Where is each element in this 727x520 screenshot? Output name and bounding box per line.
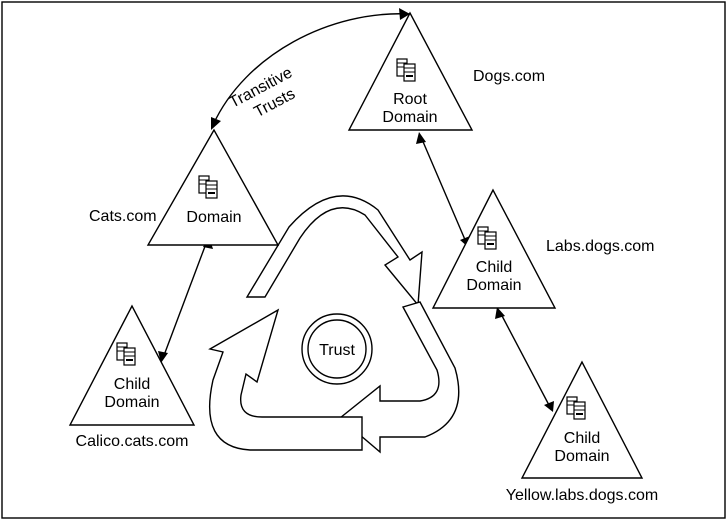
cats-calico-connector <box>162 240 208 359</box>
domain-node-root: Root Domain <box>347 11 474 131</box>
root-labs-connector <box>420 136 467 243</box>
transitive-trust-connector <box>212 13 411 126</box>
cycle-arrow-top <box>245 195 423 307</box>
calico-domain-line2: Domain <box>104 394 159 411</box>
labs-domain-line2: Domain <box>466 277 521 294</box>
root-domain-name: Dogs.com <box>473 68 545 85</box>
calico-domain-line1: Child <box>114 376 150 393</box>
cycle-arrow-right <box>338 301 460 454</box>
trust-circle-inner <box>307 319 367 379</box>
arrowhead-root <box>399 8 410 20</box>
yellow-domain-line1: Child <box>564 430 600 447</box>
cats-domain-name: Cats.com <box>89 208 157 225</box>
root-domain-line1: Root <box>393 91 427 108</box>
domain-triangle-yellow <box>520 360 644 479</box>
yellow-domain-line2: Domain <box>554 448 609 465</box>
arrowhead-yellow-top <box>544 401 554 412</box>
domain-node-calico: Child Domain <box>68 304 196 426</box>
domain-node-labs: Child Domain <box>431 188 557 309</box>
cats-domain-line1: Domain <box>186 209 241 226</box>
labs-yellow-connector <box>499 311 551 408</box>
domain-node-yellow: Child Domain <box>520 360 644 479</box>
root-domain-line2: Domain <box>382 109 437 126</box>
yellow-domain-name: Yellow.labs.dogs.com <box>506 487 658 504</box>
trust-cycle-arrows <box>208 195 460 454</box>
domain-node-cats: Domain <box>146 128 280 246</box>
labs-domain-line1: Child <box>476 259 512 276</box>
arrowhead-root-bottom <box>416 132 426 144</box>
arrowhead-labs-bottom <box>495 307 505 319</box>
trust-label: Trust <box>319 342 355 359</box>
arrowhead-cats <box>211 117 221 130</box>
labs-domain-name: Labs.dogs.com <box>546 238 655 255</box>
calico-domain-name: Calico.cats.com <box>76 433 189 450</box>
cycle-arrow-left <box>208 308 363 451</box>
